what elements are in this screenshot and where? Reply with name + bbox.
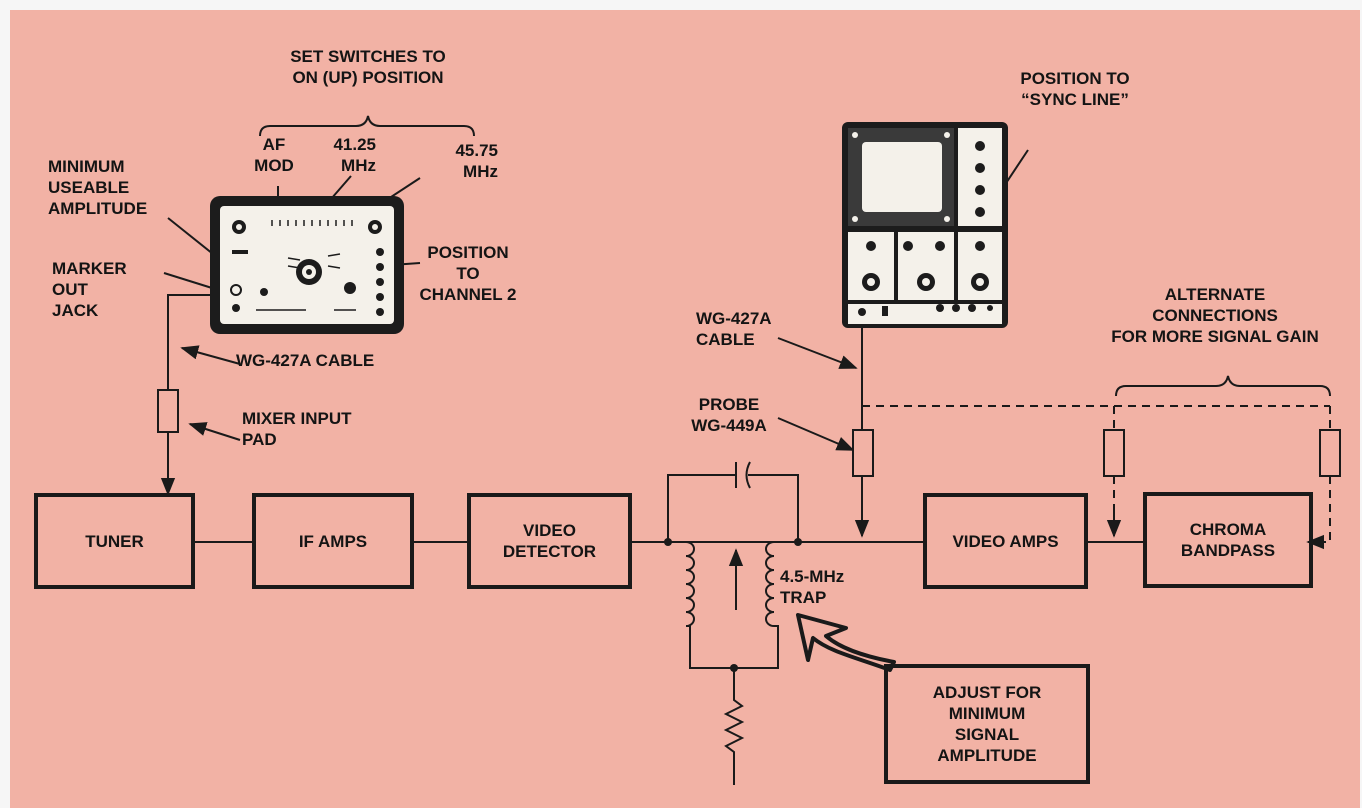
mhz-4575-label: 45.75 MHz [455, 141, 498, 181]
af-mod-label: AF MOD [254, 135, 294, 175]
marker-out-label: MARKER OUT JACK [52, 259, 127, 320]
chroma-bandpass-block: CHROMA BANDPASS [1143, 492, 1313, 588]
wiring-lines [157, 115, 1341, 785]
set-switches-label: SET SWITCHES TO ON (UP) POSITION [290, 47, 446, 87]
wg427a-cable-left-label: WG-427A CABLE [236, 351, 375, 370]
probe-label: PROBE WG-449A [691, 395, 767, 435]
alternate-connections-label: ALTERNATE CONNECTIONS FOR MORE SIGNAL GA… [1111, 285, 1319, 346]
tuner-label: TUNER [85, 531, 144, 551]
tuner-block: TUNER [34, 493, 195, 589]
chroma-bandpass-label: CHROMA BANDPASS [1180, 520, 1276, 560]
video-amps-block: VIDEO AMPS [923, 493, 1088, 589]
wg427a-cable-right-label: WG-427A CABLE [696, 309, 772, 349]
pad-resistors [157, 389, 1341, 477]
adjust-note-box: ADJUST FOR MINIMUM SIGNAL AMPLITUDE [884, 664, 1090, 784]
mhz-4125-label: 41.25 MHz [333, 135, 376, 175]
generator-instrument-icon [210, 196, 404, 334]
trap-label: 4.5-MHz TRAP [780, 567, 845, 607]
adjust-note-label: ADJUST FOR MINIMUM SIGNAL AMPLITUDE [932, 683, 1042, 765]
video-detector-block: VIDEO DETECTOR [467, 493, 632, 589]
if-amps-label: IF AMPS [298, 531, 368, 551]
oscilloscope-instrument-icon [842, 122, 1008, 328]
if-amps-block: IF AMPS [252, 493, 414, 589]
minimum-useable-label: MINIMUM USEABLE AMPLITUDE [48, 157, 148, 218]
video-amps-label: VIDEO AMPS [952, 531, 1059, 551]
sync-line-label: POSITION TO “SYNC LINE” [1020, 69, 1130, 109]
mixer-input-pad-label: MIXER INPUT PAD [242, 409, 352, 449]
adjust-arrow-icon [796, 613, 896, 672]
position-channel-label: POSITION TO CHANNEL 2 [419, 243, 517, 304]
diagram-canvas: TUNER IF AMPS VIDEO DETECTOR VIDEO AMPS … [10, 10, 1360, 808]
video-detector-label: VIDEO DETECTOR [502, 521, 597, 561]
